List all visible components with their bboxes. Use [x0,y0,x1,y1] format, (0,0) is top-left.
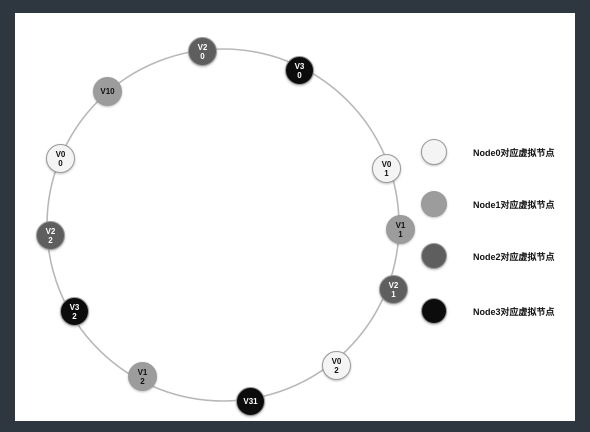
virtual-node-v2-2: V2 2 [36,221,65,250]
node-index: 1 [391,289,396,299]
node-label: V0 [55,149,66,159]
virtual-node-v1-1: V1 1 [386,215,415,244]
node-label: V2 [388,280,399,290]
virtual-node-v2-0: V2 0 [188,37,217,66]
virtual-node-v0-0: V0 0 [46,144,75,173]
node-index: 0 [200,51,205,61]
node-label: V1 [395,220,406,230]
virtual-node-v3-2: V3 2 [60,297,89,326]
virtual-node-v2-1: V2 1 [379,275,408,304]
node-label: V3 [69,302,80,312]
virtual-node-v3-1: V31 [236,387,265,416]
node-index: 1 [398,229,403,239]
node-label: V2 [45,226,56,236]
legend-label: Node3对应虚拟节点 [473,307,555,317]
virtual-node-v3-0: V3 0 [285,56,314,85]
node-label: V10 [100,87,115,96]
node-index: 1 [384,168,389,178]
virtual-node-v0-1: V0 1 [372,154,401,183]
legend-swatch [421,139,447,165]
diagram-panel: V2 0 V3 0 V0 1 V1 1 V2 1 V0 2 V31 V1 2 V… [15,13,575,421]
virtual-node-v1-2: V1 2 [128,362,157,391]
node-label: V0 [381,159,392,169]
node-label: V1 [137,367,148,377]
node-index: 2 [334,365,339,375]
node-label: V0 [331,356,342,366]
legend-swatch [421,298,447,324]
node-index: 2 [140,376,145,386]
node-index: 0 [297,70,302,80]
node-index: 2 [72,311,77,321]
node-label: V31 [243,397,258,406]
node-index: 2 [48,235,53,245]
node-label: V2 [197,42,208,52]
legend-label: Node0对应虚拟节点 [473,148,555,158]
legend-swatch [421,243,447,269]
virtual-node-v0-2: V0 2 [322,351,351,380]
node-label: V3 [294,61,305,71]
legend-label: Node1对应虚拟节点 [473,200,555,210]
legend-label: Node2对应虚拟节点 [473,252,555,262]
node-index: 0 [58,158,63,168]
virtual-node-v1-0: V10 [93,77,122,106]
legend-swatch [421,191,447,217]
